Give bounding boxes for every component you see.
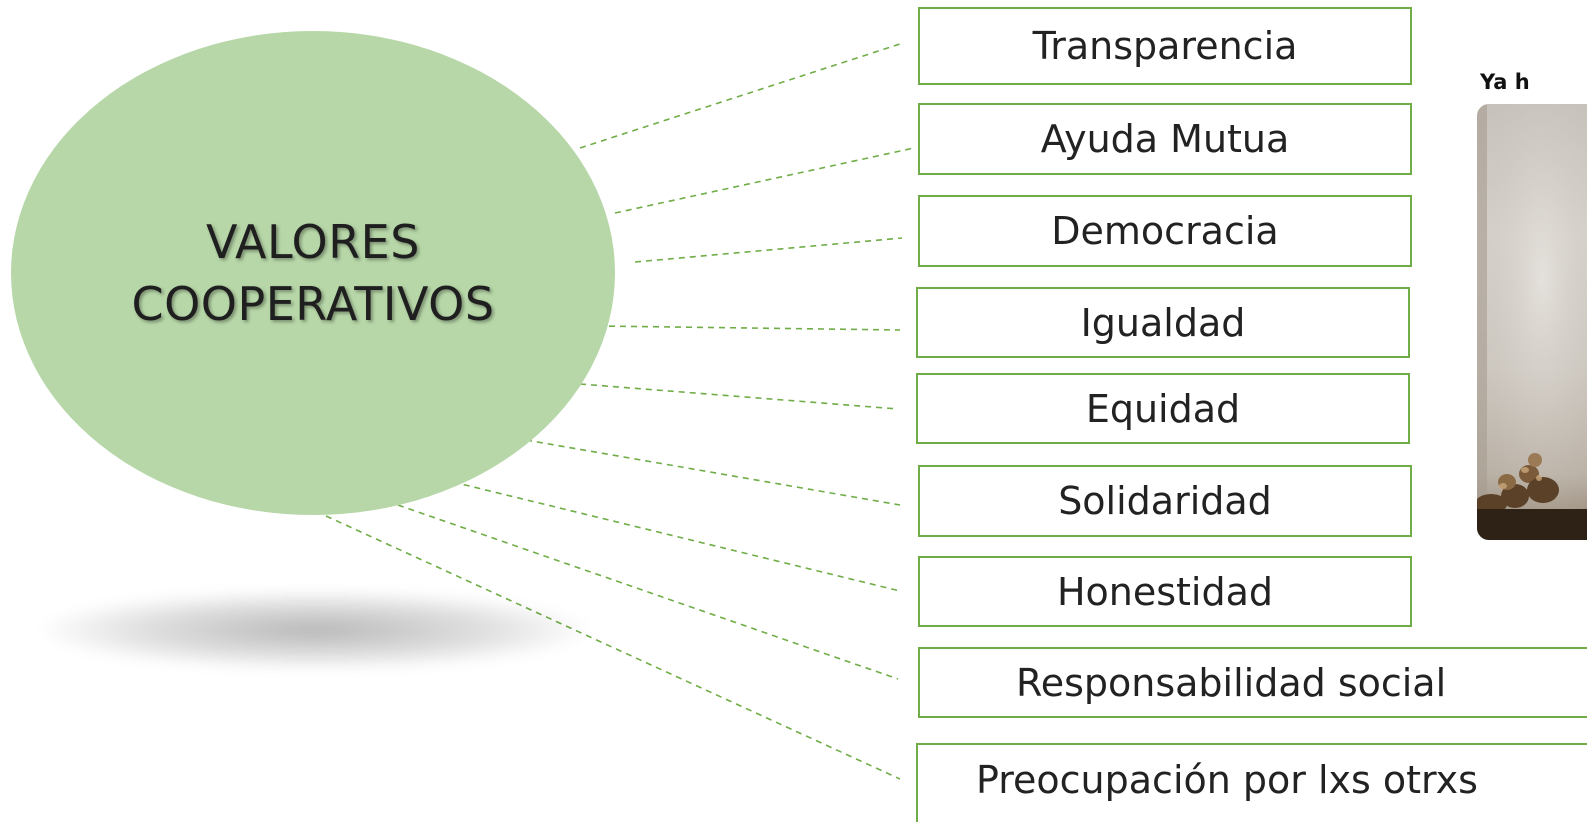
connector-igualdad bbox=[597, 325, 901, 331]
value-equidad: Equidad bbox=[916, 373, 1410, 444]
photo-image bbox=[1477, 104, 1587, 540]
center-title: VALORES COOPERATIVOS bbox=[131, 215, 495, 331]
value-honestidad: Honestidad bbox=[918, 556, 1412, 627]
connector-responsabilidad bbox=[397, 504, 899, 680]
connector-ayuda-mutua bbox=[614, 147, 915, 214]
center-node: VALORES COOPERATIVOS bbox=[11, 31, 615, 515]
connector-democracia bbox=[634, 237, 903, 263]
value-responsabilidad-social: Responsabilidad social bbox=[918, 647, 1587, 718]
connector-transparencia bbox=[579, 43, 901, 149]
connector-equidad bbox=[579, 383, 899, 410]
value-ayuda-mutua: Ayuda Mutua bbox=[918, 103, 1412, 175]
value-preocupacion: Preocupación por lxs otrxs bbox=[916, 743, 1587, 822]
photo-illustration bbox=[1477, 104, 1587, 540]
value-democracia: Democracia bbox=[918, 195, 1412, 267]
photo-caption: Ya h bbox=[1480, 70, 1530, 94]
connector-honestidad bbox=[452, 481, 901, 592]
value-solidaridad: Solidaridad bbox=[918, 465, 1412, 537]
value-igualdad: Igualdad bbox=[916, 287, 1410, 358]
connector-solidaridad bbox=[525, 439, 901, 506]
center-shadow bbox=[40, 590, 590, 670]
value-transparencia: Transparencia bbox=[918, 7, 1412, 85]
